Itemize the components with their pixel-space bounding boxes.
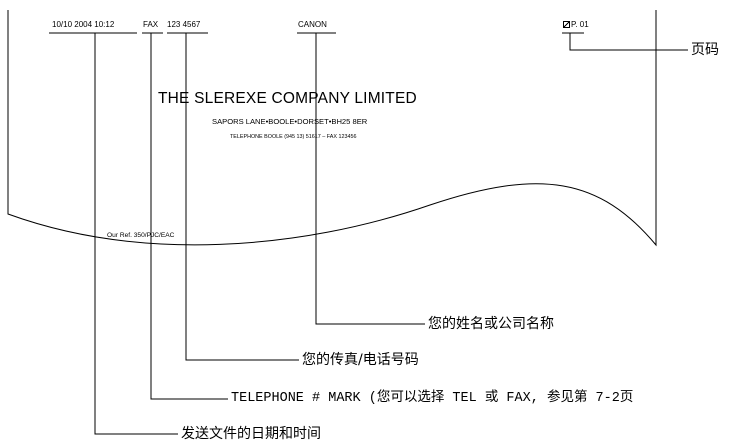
page-number: P. 01 [571,20,589,29]
callout-fax-number: 您的传真/电话号码 [302,352,419,368]
company-address: SAPORS LANE•BOOLE•DORSET•BH25 8ER [212,117,368,126]
telephone-mark-leader [150,33,228,400]
datetime-leader [94,33,178,435]
page-number-leader [569,33,688,51]
callout-datetime: 发送文件的日期和时间 [181,426,321,442]
sender-leader [315,33,425,325]
company-name: THE SLEREXE COMPANY LIMITED [158,90,417,107]
page-marker-icon [563,21,570,28]
fax-datetime: 10/10 2004 10:12 [52,20,115,29]
fax-label: FAX [143,20,159,29]
callout-page-number: 页码 [691,42,719,58]
paper-edge [7,10,657,247]
our-reference: Our Ref. 350/PJC/EAC [107,232,175,239]
fax-number-leader [185,33,299,361]
callout-telephone-mark: TELEPHONE # MARK (您可以选择 TEL 或 FAX, 参见第 7… [231,391,634,406]
sender-name: CANON [298,20,327,29]
company-telephone: TELEPHONE BOOLE (945 13) 51617 – FAX 123… [230,134,357,140]
fax-number: 123 4567 [167,20,201,29]
callout-sender-name: 您的姓名或公司名称 [428,316,554,332]
